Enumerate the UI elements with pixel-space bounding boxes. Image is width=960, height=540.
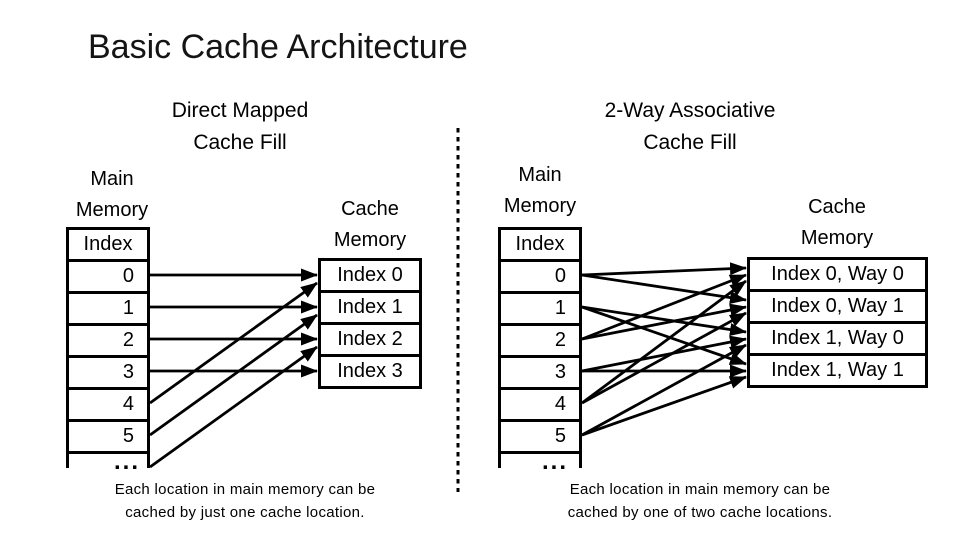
mapping-arrow	[149, 281, 318, 405]
heading-line: Cache Fill	[193, 131, 287, 154]
mapping-arrow	[581, 303, 747, 341]
memory-row-cell: 1	[66, 291, 150, 326]
memory-row-cell: 3	[66, 355, 150, 390]
memory-overflow-row	[498, 451, 582, 468]
memory-index-header: Index	[66, 227, 150, 262]
mapping-arrow	[581, 273, 747, 305]
mapping-arrow	[581, 273, 747, 341]
diagram-heading: 2-Way Associative Cache Fill	[560, 95, 820, 159]
diagram-heading: Direct Mapped Cache Fill	[110, 95, 370, 159]
caption-line: cached by one of two cache locations.	[567, 504, 833, 521]
heading-line: Direct Mapped	[171, 99, 309, 122]
label-line: Main	[90, 168, 134, 190]
cache-memory-label: Cache Memory	[772, 192, 902, 254]
label-line: Cache	[341, 198, 399, 220]
cache-row-cell: Index 3	[318, 354, 422, 389]
memory-row-cell: 4	[498, 387, 582, 422]
label-line: Memory	[333, 229, 407, 251]
memory-row-cell: 2	[498, 323, 582, 358]
cache-memory-label: Cache Memory	[305, 194, 435, 256]
heading-line: 2-Way Associative	[604, 99, 776, 122]
caption-line: cached by just one cache location.	[125, 504, 365, 521]
diagram-caption: Each location in main memory can be cach…	[535, 478, 865, 524]
memory-index-header: Index	[498, 227, 582, 262]
cache-row-cell: Index 0, Way 1	[747, 289, 928, 324]
mapping-arrow	[581, 262, 747, 277]
memory-row-cell: 2	[66, 323, 150, 358]
cache-row-cell: Index 0	[318, 258, 422, 293]
memory-overflow-row	[66, 451, 150, 468]
mapping-arrow	[149, 313, 318, 437]
memory-row-cell: 5	[66, 419, 150, 454]
memory-ellipsis: ...	[113, 448, 140, 475]
mapping-arrow	[581, 305, 747, 337]
memory-row-cell: 4	[66, 387, 150, 422]
caption-line: Each location in main memory can be	[569, 481, 831, 498]
main-memory-label: Main Memory	[485, 160, 595, 222]
memory-row-cell: 1	[498, 291, 582, 326]
cache-row-cell: Index 1, Way 0	[747, 321, 928, 356]
cache-row-cell: Index 1, Way 1	[747, 353, 928, 388]
heading-line: Cache Fill	[643, 131, 737, 154]
main-memory-label: Main Memory	[57, 164, 167, 226]
cache-row-cell: Index 2	[318, 322, 422, 357]
mapping-arrow	[581, 343, 747, 437]
cache-row-cell: Index 0, Way 0	[747, 257, 928, 292]
mapping-arrow	[581, 305, 747, 366]
mapping-arrow	[581, 279, 747, 405]
label-line: Memory	[75, 199, 149, 221]
mapping-arrow	[581, 375, 747, 437]
diagram-caption: Each location in main memory can be cach…	[85, 478, 405, 524]
mapping-arrow	[149, 345, 318, 469]
memory-row-cell: 0	[498, 259, 582, 294]
mapping-arrow	[581, 335, 747, 373]
label-line: Memory	[503, 195, 577, 217]
memory-row-cell: 3	[498, 355, 582, 390]
label-line: Main	[518, 164, 562, 186]
memory-ellipsis: ...	[541, 448, 568, 475]
slide-title: Basic Cache Architecture	[88, 28, 468, 66]
label-line: Cache	[808, 196, 866, 218]
caption-line: Each location in main memory can be	[114, 481, 376, 498]
label-line: Memory	[800, 227, 874, 249]
memory-row-cell: 5	[498, 419, 582, 454]
memory-row-cell: 0	[66, 259, 150, 294]
cache-row-cell: Index 1	[318, 290, 422, 325]
